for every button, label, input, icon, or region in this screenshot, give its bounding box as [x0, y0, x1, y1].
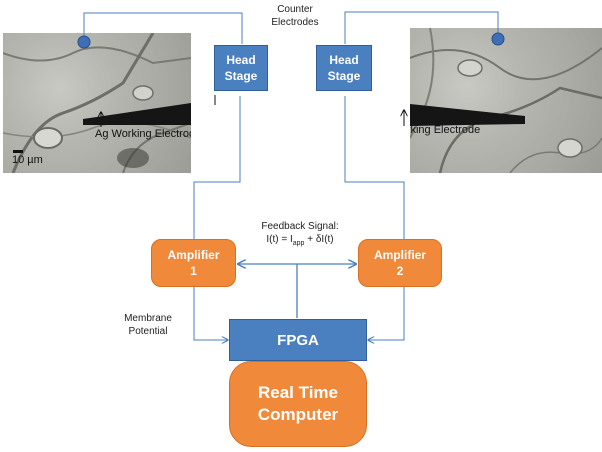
right-counter-wire [344, 11, 499, 44]
left-counter-electrode [77, 35, 91, 49]
fpga-box: FPGA [229, 319, 367, 361]
head-stage-right: Head Stage [316, 45, 372, 91]
right-micrograph: Ag Working Electrode [410, 28, 602, 173]
head-stage-left: Head Stage [214, 45, 268, 91]
scale-bar-label: 10 µm [12, 154, 43, 166]
amplifier-2: Amplifier 2 [358, 239, 442, 287]
real-time-computer: Real Time Computer [229, 361, 367, 447]
counter-electrodes-label: Counter Electrodes [271, 4, 319, 28]
right-cell-texture [410, 28, 602, 173]
left-cell-texture [3, 33, 191, 173]
amplifier-1: Amplifier 1 [151, 239, 236, 287]
feedback-signal-equation: I(t) = Iapp + δI(t) [266, 234, 334, 247]
right-counter-electrode [491, 32, 505, 46]
right-working-electrode-label: Ag Working Electrode [410, 124, 481, 136]
left-working-electrode-label: Ag Working Electrode [95, 128, 191, 140]
membrane-potential-label: Membrane Potential [124, 313, 172, 337]
feedback-signal-title: Feedback Signal: [261, 221, 339, 232]
left-counter-wire [83, 12, 243, 44]
left-micrograph: Ag Working Electrode 10 µm [3, 33, 191, 173]
